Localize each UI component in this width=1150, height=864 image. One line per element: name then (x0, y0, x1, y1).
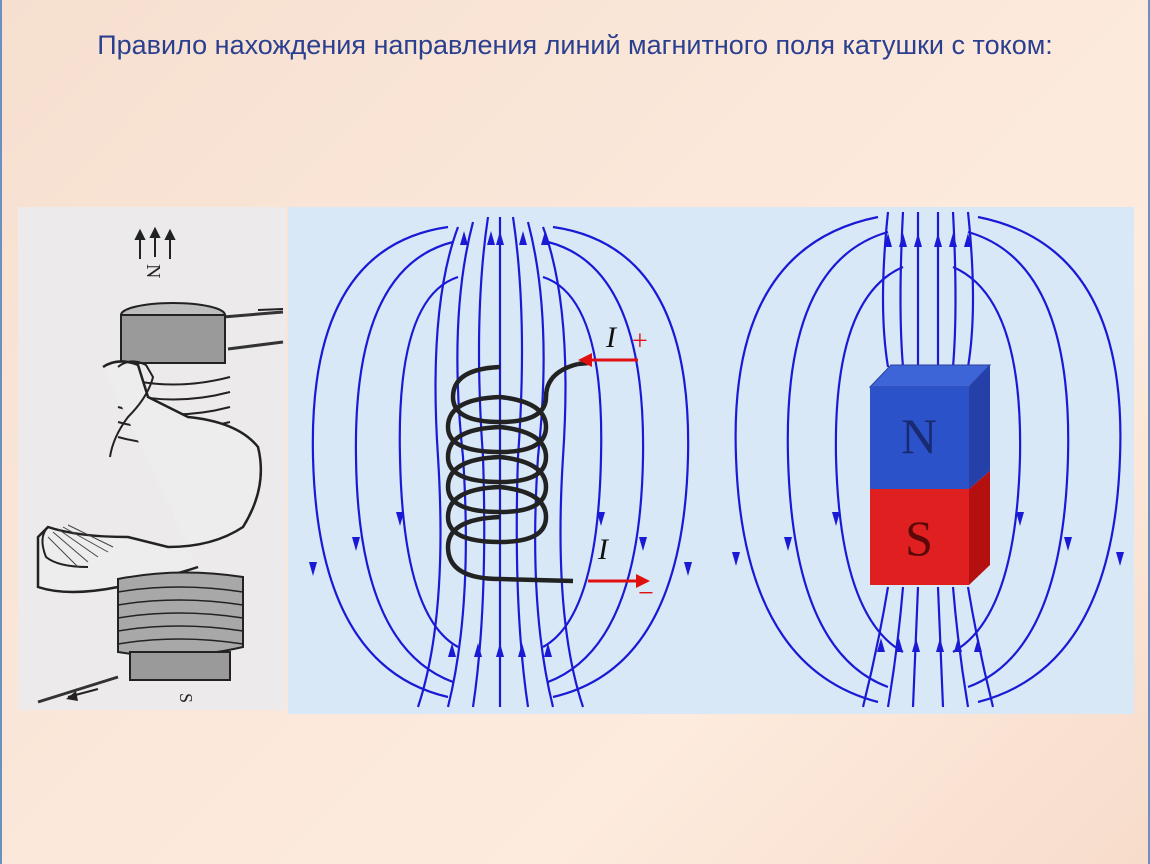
right-hand-rule-illustration: N S (18, 207, 286, 710)
magnet-south-label: S (905, 510, 933, 566)
current-in-sign: + (632, 326, 648, 357)
coil-wire (445, 360, 589, 584)
pole-north-label: N (142, 264, 164, 278)
coil-field-lines (311, 216, 690, 708)
magnet-arrowheads (732, 233, 1124, 652)
current-out-label: I (597, 533, 610, 566)
magnet-north-pole (870, 387, 969, 489)
north-arrows-icon (134, 226, 176, 259)
coil-arrowheads (309, 231, 692, 657)
hand-drawing: N S (36, 226, 284, 704)
current-in-arrow (578, 353, 638, 367)
current-out-sign: − (638, 578, 654, 609)
slide-title: Правило нахождения направления линий маг… (97, 30, 1053, 60)
magnet-north-label: N (901, 408, 937, 464)
magnet-south-pole (870, 489, 969, 585)
field-lines-drawing: I + I − (309, 211, 1124, 708)
pole-south-label: S (176, 693, 196, 703)
field-lines-panel: I + I − (288, 207, 1134, 714)
bar-magnet (868, 364, 992, 585)
current-out-arrow (588, 574, 650, 588)
current-in-label: I (605, 321, 618, 354)
